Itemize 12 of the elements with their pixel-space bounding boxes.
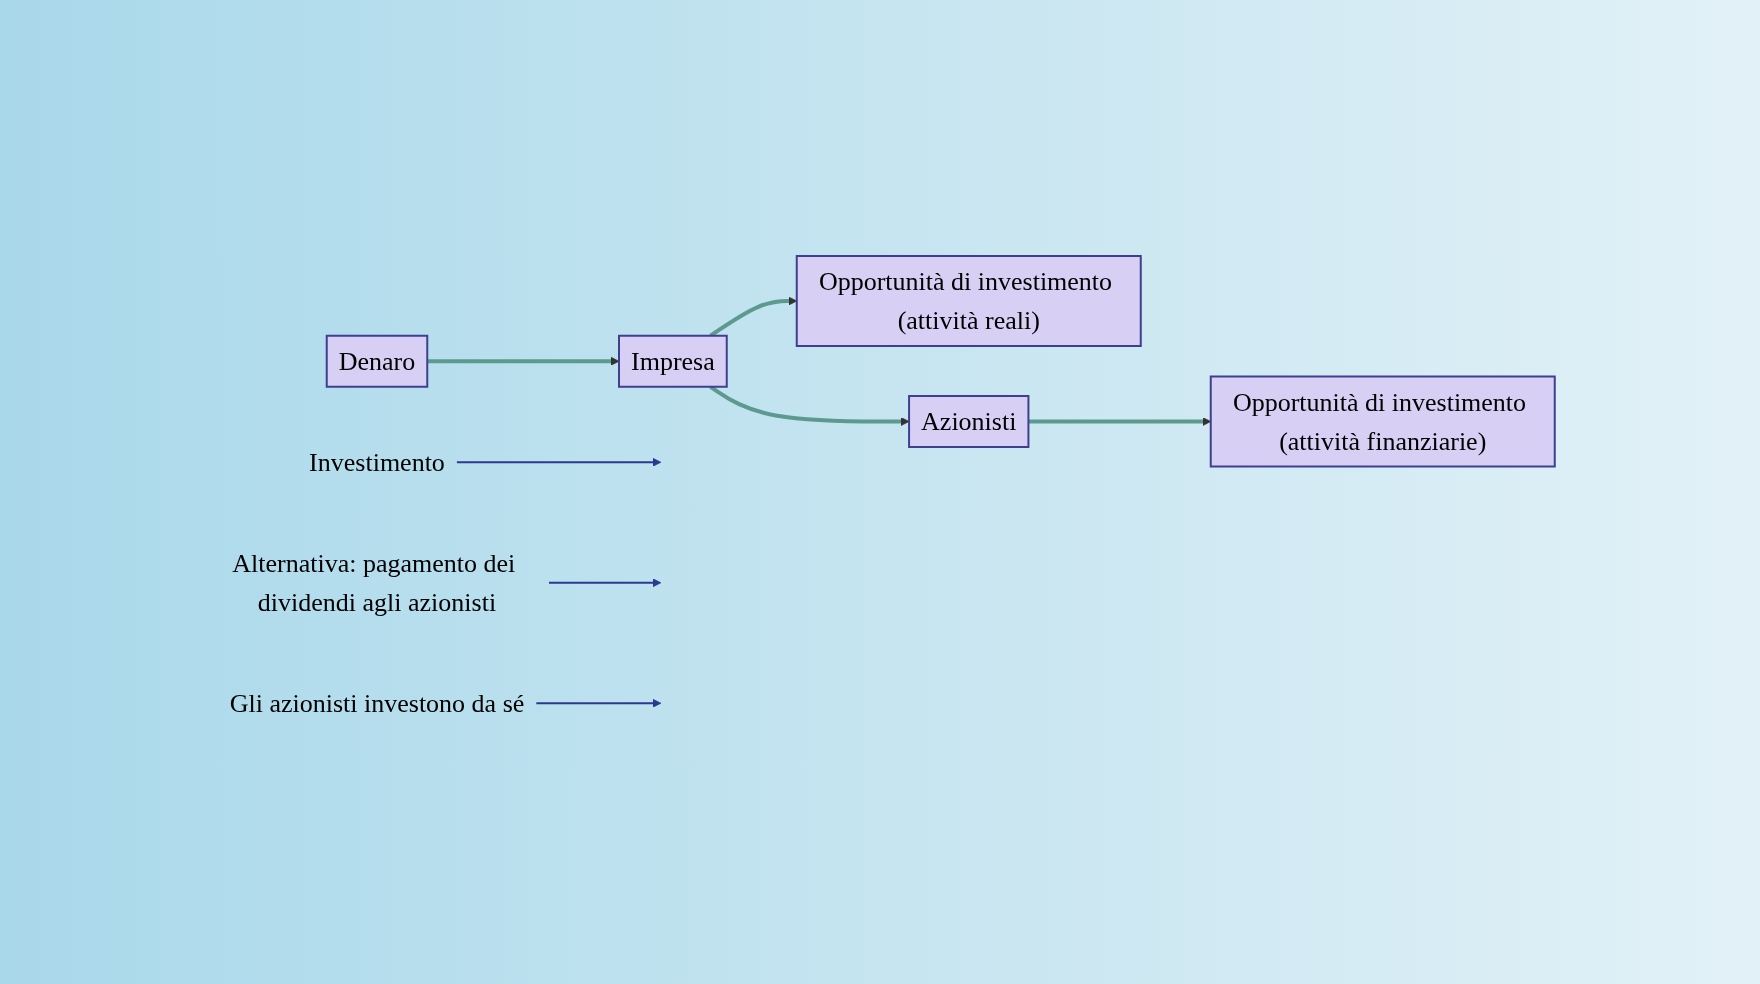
- pointer-arrow: [535, 698, 662, 708]
- process-box: Opportunità di investimento (attività finanziarie): [1209, 375, 1556, 468]
- process-box: Denaro: [325, 334, 429, 388]
- process-box: Azionisti: [908, 394, 1030, 448]
- annotation-text: Gli azionisti investono da sé: [229, 688, 525, 718]
- arrow: [427, 356, 620, 366]
- annotation-text: Alternativa: pagamento dei dividendi agli azionisti: [232, 548, 516, 617]
- process-box: Opportunità di investimento (attività reali): [795, 254, 1142, 347]
- annotation-text: Investimento: [309, 447, 445, 477]
- pointer-arrow: [456, 457, 662, 467]
- process-box: Impresa: [618, 334, 728, 388]
- pointer-arrow: [548, 578, 662, 587]
